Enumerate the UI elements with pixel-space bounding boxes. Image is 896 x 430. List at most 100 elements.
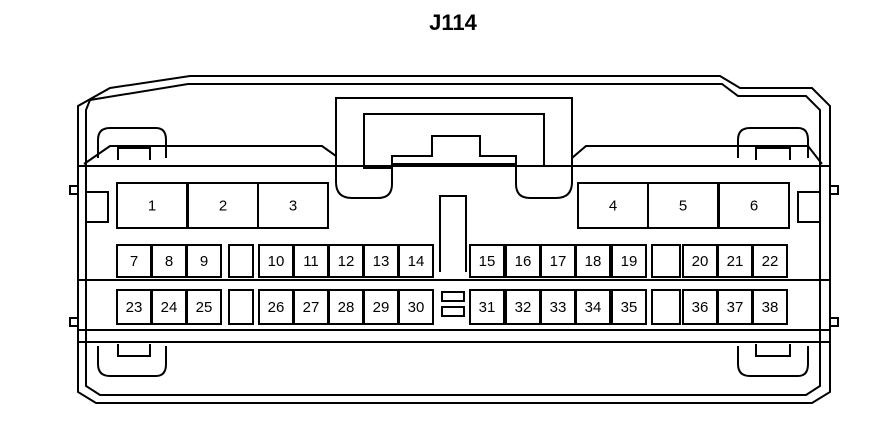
connector-title: J114 [429,10,477,35]
pin-cell-box [752,289,788,325]
pin-1: 1 [116,182,188,229]
pin-17: 17 [540,244,576,278]
pin-32: 32 [505,289,541,325]
pin-label: 16 [515,253,532,270]
pin-label: 14 [408,253,425,270]
left-mount-tab-bottom [69,317,79,327]
pin-21: 21 [717,244,753,278]
pin-4: 4 [577,182,649,229]
right-mount-tab-top [829,185,839,195]
pin-33: 33 [540,289,576,325]
pin-cell-box [398,289,434,325]
center-slot-upper [441,291,465,302]
pin-label: 5 [679,198,687,215]
pin-22: 22 [752,244,788,278]
pin-label: 8 [165,253,173,270]
pin-8: 8 [151,244,187,278]
pin-label: 36 [692,299,709,316]
pin-cell-box [186,289,222,325]
center-slot-lower [441,306,465,317]
blank-slot-top-b [651,244,681,278]
pin-label: 7 [130,253,138,270]
pin-label: 4 [609,198,617,215]
pin-label: 2 [219,198,227,215]
right-mount-tab-bottom [829,317,839,327]
pin-31: 31 [469,289,505,325]
pin-7: 7 [116,244,152,278]
pin-2: 2 [187,182,259,229]
latch-top-right [737,127,809,160]
pin-label: 38 [762,299,779,316]
connector-housing-outline [77,75,831,404]
pin-25: 25 [186,289,222,325]
pin-label: 34 [585,299,602,316]
pin-label: 21 [727,253,744,270]
pin-30: 30 [398,289,434,325]
pin-label: 35 [621,299,638,316]
pin-cell-box [257,182,329,229]
pin-10: 10 [258,244,294,278]
pin-12: 12 [328,244,364,278]
pin-label: 26 [268,299,285,316]
pin-9: 9 [186,244,222,278]
pin-cell-box [575,244,611,278]
pin-cell-box [469,289,505,325]
pin-38: 38 [752,289,788,325]
pin-label: 29 [373,299,390,316]
pin-18: 18 [575,244,611,278]
right-guide-square [797,191,821,223]
pin-cell-box [752,244,788,278]
pin-label: 18 [585,253,602,270]
left-mount-tab-top [69,185,79,195]
latch-top-left [97,127,167,160]
central-key-post [439,195,467,272]
pin-34: 34 [575,289,611,325]
pin-label: 27 [303,299,320,316]
left-guide-square [85,191,109,223]
pin-label: 31 [479,299,496,316]
pin-label: 9 [200,253,208,270]
pin-label: 12 [338,253,355,270]
pin-label: 28 [338,299,355,316]
latch-bottom-left [97,344,167,377]
pin-27: 27 [293,289,329,325]
pin-19: 19 [611,244,647,278]
pin-cell-box [469,244,505,278]
pin-label: 32 [515,299,532,316]
pin-label: 6 [750,198,758,215]
pin-28: 28 [328,289,364,325]
pin-label: 13 [373,253,390,270]
pin-15: 15 [469,244,505,278]
pin-11: 11 [293,244,329,278]
blank-slot-bottom-a [228,289,254,325]
pin-label: 15 [479,253,496,270]
connector-housing-inner-outline [85,83,821,396]
pin-cell-box [186,244,222,278]
pin-label: 19 [621,253,638,270]
pin-13: 13 [363,244,399,278]
pin-3: 3 [257,182,329,229]
pin-label: 20 [692,253,709,270]
pin-label: 25 [196,299,213,316]
pin-label: 22 [762,253,779,270]
pin-label: 37 [727,299,744,316]
pin-6: 6 [718,182,790,229]
pin-label: 1 [148,198,156,215]
pin-14: 14 [398,244,434,278]
pin-24: 24 [151,289,187,325]
pin-label: 24 [161,299,178,316]
pin-35: 35 [611,289,647,325]
pin-cell-box [611,244,647,278]
pin-20: 20 [682,244,718,278]
pin-cell-box [611,289,647,325]
pin-16: 16 [505,244,541,278]
pin-36: 36 [682,289,718,325]
blank-slot-top-a [228,244,254,278]
central-lock-inner [363,113,545,169]
pin-label: 3 [289,198,297,215]
pin-cell-box [575,289,611,325]
pin-label: 30 [408,299,425,316]
latch-bottom-right [737,344,809,377]
pin-label: 17 [550,253,567,270]
pin-label: 33 [550,299,567,316]
